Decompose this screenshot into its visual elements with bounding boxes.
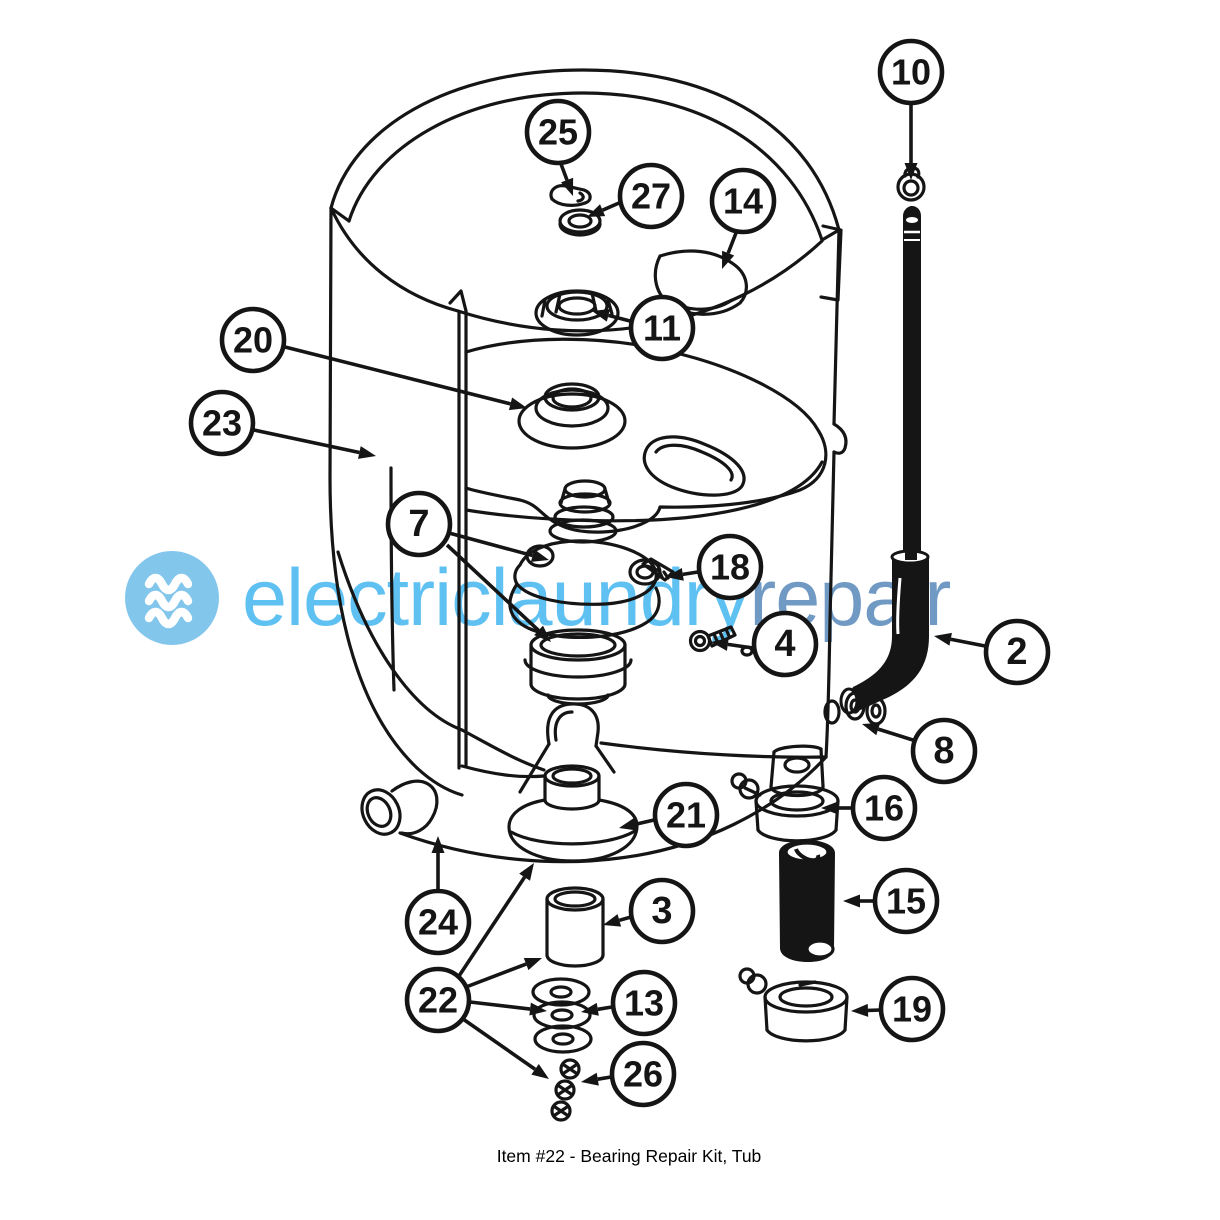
- callout-2: 2: [934, 618, 1051, 686]
- callout-21: 21: [619, 781, 720, 849]
- svg-text:26: 26: [623, 1054, 663, 1095]
- svg-text:15: 15: [886, 881, 926, 922]
- callout-10: 10: [877, 38, 945, 180]
- svg-text:7: 7: [408, 503, 429, 545]
- fill-tube: [903, 206, 921, 556]
- hose-clamp-lower: [738, 967, 849, 1043]
- callout-4: 4: [711, 610, 819, 678]
- shaft-assembly: [508, 479, 662, 640]
- svg-text:27: 27: [631, 176, 671, 217]
- corrugated-hose: [779, 840, 835, 962]
- svg-text:21: 21: [666, 795, 706, 836]
- svg-text:24: 24: [418, 902, 458, 943]
- spacer-sleeve: [545, 886, 605, 968]
- svg-text:2: 2: [1006, 631, 1027, 673]
- tub-platform: [464, 337, 828, 534]
- callout-27: 27: [587, 162, 685, 230]
- svg-text:16: 16: [864, 788, 904, 829]
- svg-text:13: 13: [624, 983, 664, 1024]
- callout-8: 8: [862, 717, 978, 785]
- callout-layer: 10 25 27 14 11 20 23 7 18 4 2 8 16 21 15 3 24 22 13 26 19: [188, 38, 1051, 1108]
- outlet-stub: [769, 744, 825, 798]
- tub-funnel: [518, 702, 616, 794]
- lower-bearing: [523, 628, 633, 706]
- small-washer: [558, 208, 602, 237]
- drain-stub: [360, 779, 439, 836]
- diagram-caption: Item #22 - Bearing Repair Kit, Tub: [496, 1146, 762, 1166]
- washer-stack: [531, 977, 593, 1054]
- tube-elbow: [839, 548, 930, 715]
- callout-23: 23: [188, 389, 376, 459]
- callout-14: 14: [709, 167, 777, 269]
- svg-text:3: 3: [651, 890, 672, 932]
- callout-18: 18: [666, 533, 764, 601]
- callout-22: 22: [404, 863, 549, 1079]
- callout-11: 11: [592, 294, 696, 362]
- callout-15: 15: [843, 867, 940, 935]
- screw-set: [550, 1058, 581, 1122]
- svg-text:10: 10: [891, 52, 931, 93]
- svg-text:19: 19: [892, 989, 932, 1030]
- svg-text:18: 18: [710, 547, 750, 588]
- svg-text:11: 11: [643, 308, 681, 349]
- svg-text:8: 8: [933, 730, 954, 772]
- callout-7: 7: [385, 490, 551, 642]
- bearing-housing: [507, 764, 639, 863]
- svg-text:23: 23: [202, 403, 242, 444]
- locknut: [534, 289, 620, 337]
- callout-19: 19: [851, 975, 946, 1043]
- svg-text:14: 14: [723, 181, 763, 222]
- callout-16: 16: [821, 774, 918, 842]
- svg-text:20: 20: [233, 320, 273, 361]
- retainer-clip: [549, 184, 592, 207]
- svg-text:22: 22: [418, 980, 458, 1021]
- callout-3: 3: [603, 877, 696, 945]
- svg-text:25: 25: [538, 112, 578, 153]
- callout-25: 25: [524, 98, 592, 196]
- callout-26: 26: [581, 1040, 677, 1108]
- center-seal: [517, 382, 627, 450]
- callout-20: 20: [219, 306, 527, 411]
- callout-13: 13: [581, 969, 678, 1037]
- svg-text:4: 4: [774, 623, 795, 665]
- callout-24: 24: [404, 836, 472, 956]
